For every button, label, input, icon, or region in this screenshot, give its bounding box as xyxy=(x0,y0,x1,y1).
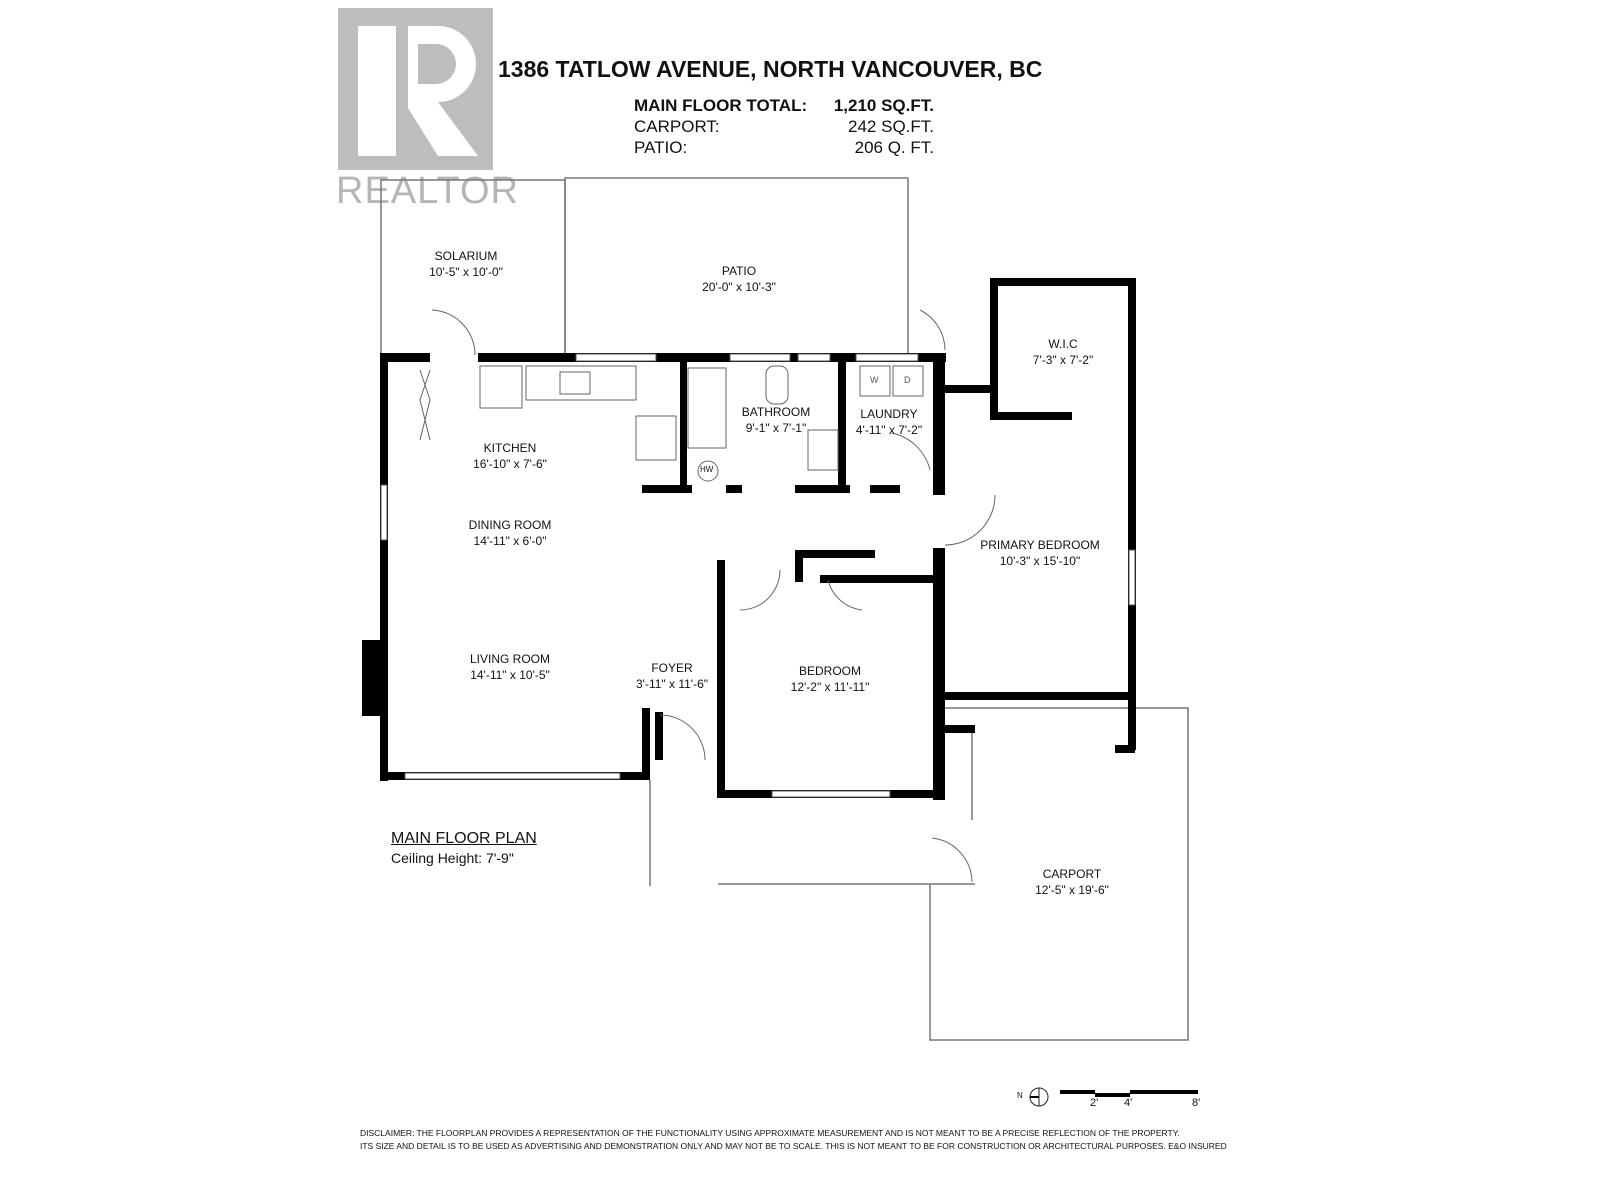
room-solarium: SOLARIUM 10'-5" x 10'-0" xyxy=(429,248,503,280)
realtor-logo xyxy=(338,8,493,170)
window xyxy=(855,353,919,362)
door-swing xyxy=(659,714,706,761)
window xyxy=(729,353,791,362)
room-dims: 10'-3" x 15'-10" xyxy=(999,554,1081,568)
door-swing xyxy=(919,309,946,351)
room-dims: 16'-10" x 7'-6" xyxy=(473,457,547,471)
room-name: SOLARIUM xyxy=(434,249,498,263)
toilet-icon xyxy=(765,365,789,405)
room-carport: CARPORT 12'-5" x 19'-6" xyxy=(1035,866,1109,898)
disclaimer: DISCLAIMER: THE FLOORPLAN PROVIDES A REP… xyxy=(360,1127,1227,1153)
room-patio: PATIO 20'-0" x 10'-3" xyxy=(702,263,776,295)
room-name: LIVING ROOM xyxy=(469,652,551,666)
door-swing xyxy=(431,309,476,356)
room-name: PATIO xyxy=(721,264,757,278)
washer-label: W xyxy=(870,375,879,385)
area-label: PATIO: xyxy=(634,138,688,157)
scale-bar xyxy=(1060,1090,1198,1097)
scale-tick-label: 8' xyxy=(1192,1097,1201,1109)
scale-tick-label: 4' xyxy=(1124,1097,1133,1109)
bathroom-sink-icon xyxy=(807,429,839,471)
room-bathroom: BATHROOM 9'-1" x 7'-1" xyxy=(742,404,810,436)
door-swing xyxy=(891,432,931,471)
room-dims: 14'-11" x 10'-5" xyxy=(470,668,550,682)
room-dims: 7'-3" x 7'-2" xyxy=(1032,353,1094,367)
room-living: LIVING ROOM 14'-11" x 10'-5" xyxy=(470,651,550,683)
door-swing xyxy=(931,837,973,883)
room-dims: 4'-11" x 7'-2" xyxy=(855,423,923,437)
outdoor-outlines xyxy=(380,177,1189,1041)
room-primary-bedroom: PRIMARY BEDROOM 10'-3" x 15'-10" xyxy=(980,537,1100,569)
door-swing xyxy=(944,494,996,546)
area-value: 242 SQ.FT. xyxy=(848,117,934,136)
realtor-logo-word: REALTOR xyxy=(336,170,519,212)
room-name: KITCHEN xyxy=(483,441,537,455)
room-name: BEDROOM xyxy=(798,664,862,678)
compass-icon xyxy=(1029,1087,1049,1107)
property-address-title: 1386 TATLOW AVENUE, NORTH VANCOUVER, BC xyxy=(498,56,1043,82)
room-name: CARPORT xyxy=(1042,867,1102,881)
area-label: MAIN FLOOR TOTAL: xyxy=(634,96,808,115)
room-name: W.I.C xyxy=(1048,337,1078,351)
stove-icon xyxy=(635,415,677,461)
door-swing xyxy=(739,569,781,611)
disclaimer-line: DISCLAIMER: THE FLOORPLAN PROVIDES A REP… xyxy=(360,1128,1180,1138)
room-name: LAUNDRY xyxy=(860,407,918,421)
area-row-main-floor: MAIN FLOOR TOTAL: 1,210 SQ.FT. xyxy=(634,96,934,116)
room-name: BATHROOM xyxy=(741,405,811,419)
scale-tick-label: 2' xyxy=(1090,1097,1099,1109)
area-value: 206 Q. FT. xyxy=(854,138,934,157)
plan-title: MAIN FLOOR PLAN xyxy=(391,830,537,847)
fridge-icon xyxy=(479,365,523,409)
room-name: FOYER xyxy=(651,661,693,675)
sink-icon xyxy=(559,371,591,395)
room-dims: 9'-1" x 7'-1" xyxy=(745,421,807,435)
room-dims: 10'-5" x 10'-0" xyxy=(429,265,503,279)
area-row-carport: CARPORT: 242 SQ.FT. xyxy=(634,117,934,137)
window xyxy=(575,353,657,362)
ceiling-height: Ceiling Height: 7'-9" xyxy=(391,850,514,866)
room-name: PRIMARY BEDROOM xyxy=(980,538,1100,552)
room-wic: W.I.C 7'-3" x 7'-2" xyxy=(1033,336,1093,368)
room-dims: 12'-5" x 19'-6" xyxy=(1035,883,1109,897)
room-dining: DINING ROOM 14'-11" x 6'-0" xyxy=(469,517,552,549)
door-swing xyxy=(827,579,863,611)
realtor-r-mark xyxy=(358,26,478,156)
room-dims: 20'-0" x 10'-3" xyxy=(702,280,776,294)
disclaimer-line: ITS SIZE AND DETAIL IS TO BE USED AS ADV… xyxy=(360,1141,1227,1151)
compass-north-label: N xyxy=(1017,1091,1023,1100)
dryer-icon xyxy=(892,365,924,397)
carport-outline xyxy=(929,707,1189,1041)
window xyxy=(380,484,388,541)
area-label: CARPORT: xyxy=(634,117,720,136)
room-name: DINING ROOM xyxy=(468,518,552,532)
window xyxy=(1128,549,1136,606)
fixtures xyxy=(419,309,996,883)
room-foyer: FOYER 3'-11" x 11'-6" xyxy=(636,660,708,692)
window xyxy=(404,772,621,780)
room-dims: 14'-11" x 6'-0" xyxy=(473,534,547,548)
bathtub-icon xyxy=(687,367,727,449)
room-dims: 12'-2" x 11'-11" xyxy=(790,680,870,694)
hot-water-tank-icon xyxy=(697,460,719,482)
room-dims: 3'-11" x 11'-6" xyxy=(635,677,709,691)
dryer-label: D xyxy=(904,375,911,385)
area-value: 1,210 SQ.FT. xyxy=(833,96,934,115)
room-laundry: LAUNDRY 4'-11" x 7'-2" xyxy=(856,406,922,438)
windows xyxy=(380,353,1136,798)
window xyxy=(771,790,891,798)
room-bedroom: BEDROOM 12'-2" x 11'-11" xyxy=(791,663,870,695)
hot-water-label: HW xyxy=(700,465,714,474)
kitchen-counter xyxy=(525,365,637,401)
window xyxy=(797,353,831,362)
area-row-patio: PATIO: 206 Q. FT. xyxy=(634,138,934,158)
bifold-door xyxy=(419,369,431,441)
washer-icon xyxy=(859,365,891,397)
room-kitchen: KITCHEN 16'-10" x 7'-6" xyxy=(473,440,547,472)
